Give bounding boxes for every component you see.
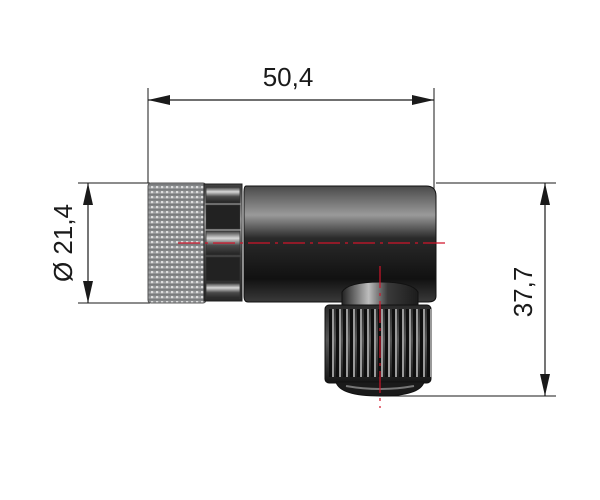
connector-body xyxy=(243,185,437,303)
height-dimension: 37,7 xyxy=(380,182,556,397)
height-arrow-top xyxy=(540,183,550,205)
nut-rib-highlight xyxy=(388,309,390,377)
nut-rib-highlight xyxy=(381,309,383,377)
nut-rib-highlight xyxy=(367,309,369,377)
nut-rib-highlight xyxy=(360,309,362,377)
nut-rib xyxy=(427,309,430,377)
nut-rib xyxy=(329,309,332,377)
connector-illustration xyxy=(147,182,446,408)
nut-rib xyxy=(406,309,409,377)
nut-rib-highlight xyxy=(374,309,376,377)
nut-rib xyxy=(364,309,367,377)
coupling-rings xyxy=(203,183,243,302)
height-label: 37,7 xyxy=(508,267,538,318)
nut-rib-highlight xyxy=(402,309,404,377)
nut-rib xyxy=(357,309,360,377)
width-label: 50,4 xyxy=(263,62,314,92)
nut-rib-highlight xyxy=(353,309,355,377)
diameter-label: Ø 21,4 xyxy=(48,204,78,282)
nut-rib xyxy=(420,309,423,377)
nut-rib xyxy=(399,309,402,377)
nut-rib-highlight xyxy=(332,309,334,377)
diameter-arrow-bottom xyxy=(83,281,93,303)
width-arrow-right xyxy=(412,95,434,105)
nut-rib-highlight xyxy=(339,309,341,377)
nut-rib xyxy=(350,309,353,377)
nut-rib-highlight xyxy=(416,309,418,377)
ribbed-cable-nut xyxy=(324,304,432,397)
nut-rib xyxy=(343,309,346,377)
height-arrow-bottom xyxy=(540,374,550,396)
nut-rib-highlight xyxy=(409,309,411,377)
nut-rib-highlight xyxy=(430,309,432,377)
nut-rib xyxy=(413,309,416,377)
nut-rib xyxy=(336,309,339,377)
nut-rib-highlight xyxy=(346,309,348,377)
width-arrow-left xyxy=(148,95,170,105)
nut-rib xyxy=(385,309,388,377)
nut-rib-highlight xyxy=(395,309,397,377)
nut-rib xyxy=(392,309,395,377)
diameter-arrow-top xyxy=(83,183,93,205)
width-dimension: 50,4 xyxy=(147,62,435,190)
diameter-dimension: Ø 21,4 xyxy=(48,182,150,304)
nut-rib-highlight xyxy=(423,309,425,377)
nut-rib xyxy=(371,309,374,377)
